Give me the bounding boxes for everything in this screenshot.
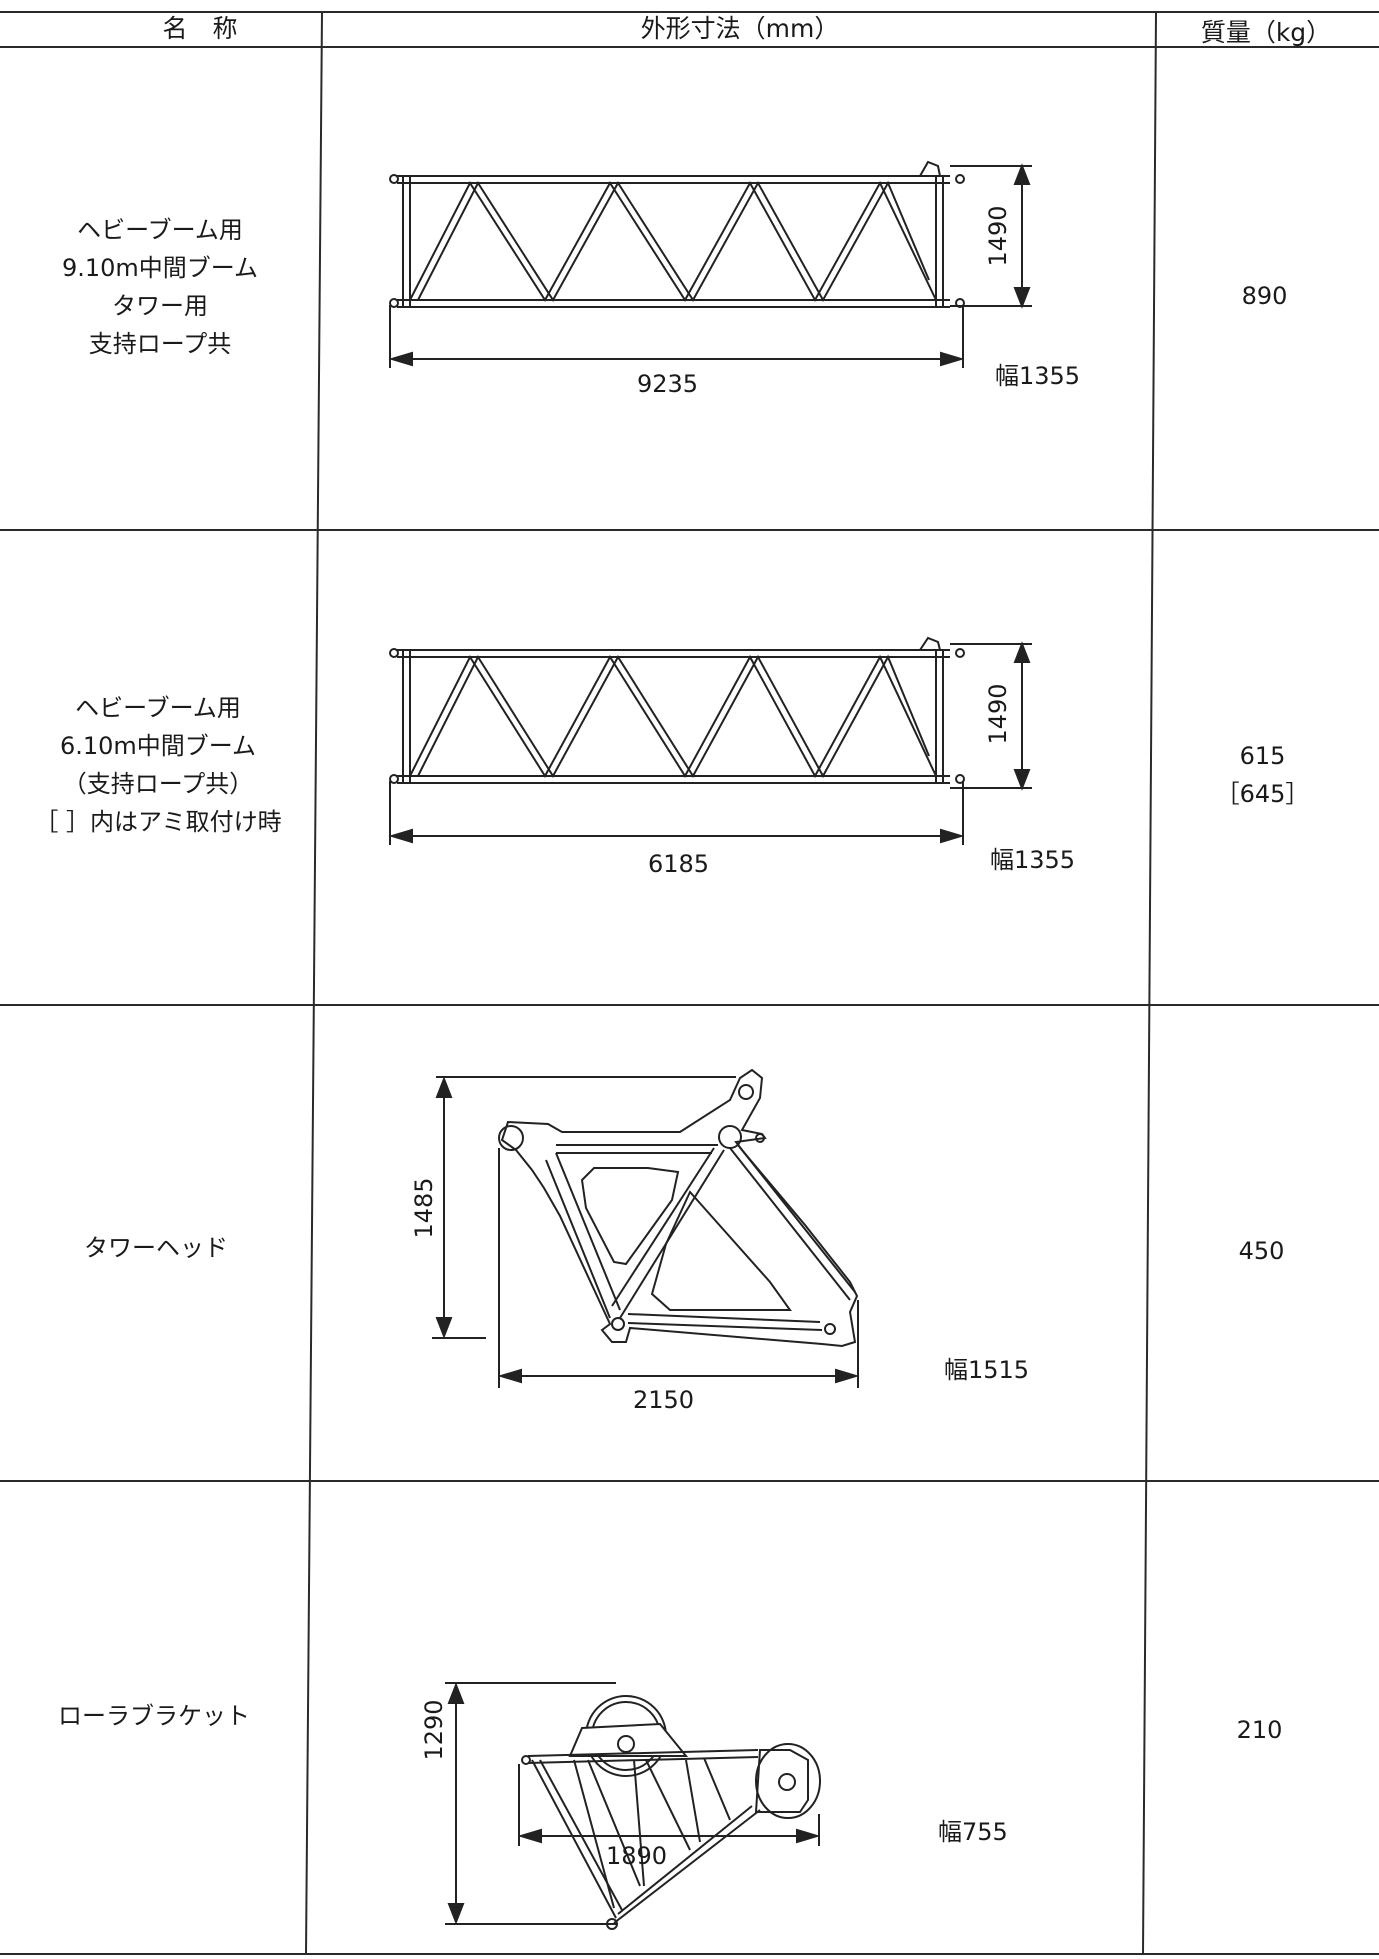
row-3-mass-value: 450 [1238,1237,1285,1265]
row-4-mass-value: 210 [1236,1716,1283,1744]
row-1-name: ヘビーブーム用 9.10m中間ブーム タワー用 支持ロープ共 [0,212,320,364]
row-2-name-line-3: （支持ロープ共） [62,769,254,798]
row-1-name-line-2: 9.10m中間ブーム [61,253,259,282]
column-separator-1 [305,11,323,1955]
row-3-width-label: 幅1515 [944,1356,1030,1384]
row-4-length-label: 1890 [606,1842,668,1870]
row-2-name-line-4: ［ ］内はアミ取付け時 [34,807,282,836]
row-1-name-line-1: ヘビーブーム用 [77,216,243,244]
row-2-mass: 615 ［645］ [1146,738,1379,814]
row-1-height-label: 1490 [984,205,1012,266]
row-4-name: ローラブラケット [0,1698,308,1736]
header-name: 名 称 [162,14,238,43]
row-1-mass: 890 [1150,278,1379,316]
row-2-height-label: 1490 [984,683,1012,744]
row-3-mass: 450 [1144,1233,1379,1271]
row-2-length-label: 6185 [648,850,710,878]
row-3-height-label: 1485 [410,1177,438,1238]
row-2-mass-value: 615 [1239,742,1286,770]
row-2-name-line-1: ヘビーブーム用 [75,694,241,722]
boom-910-drawing [388,160,1032,368]
tower-head-drawing [432,1068,860,1388]
row-2-name: ヘビーブーム用 6.10m中間ブーム （支持ロープ共） ［ ］内はアミ取付け時 [0,690,316,842]
row-2-width-label: 幅1355 [990,846,1076,874]
row-2-mass-net-value: ［645］ [1215,779,1310,808]
row-4-width-label: 幅755 [938,1818,1008,1846]
row-3-length-label: 2150 [633,1386,695,1414]
row-1-name-line-4: 支持ロープ共 [88,329,232,358]
row-1-length-label: 9235 [637,370,699,398]
row-1-width-label: 幅1355 [995,362,1081,390]
header-dimensions: 外形寸法（mm） [640,14,840,43]
header-mass: 質量（kg） [1200,18,1332,47]
row-2-name-line-2: 6.10m中間ブーム [59,731,257,760]
row-4-mass: 210 [1140,1712,1379,1750]
row-4-height-label: 1290 [420,1699,448,1760]
boom-610-drawing [388,636,1032,845]
row-1-mass-value: 890 [1241,282,1288,310]
column-separator-2 [1142,11,1157,1955]
roller-bracket-drawing [445,1682,821,1930]
row-3-name-line-1: タワーヘッド [84,1234,228,1262]
row-1-name-line-3: タワー用 [112,291,208,320]
row-3-name: タワーヘッド [0,1230,312,1268]
row-4-name-line-1: ローラブラケット [58,1702,250,1730]
